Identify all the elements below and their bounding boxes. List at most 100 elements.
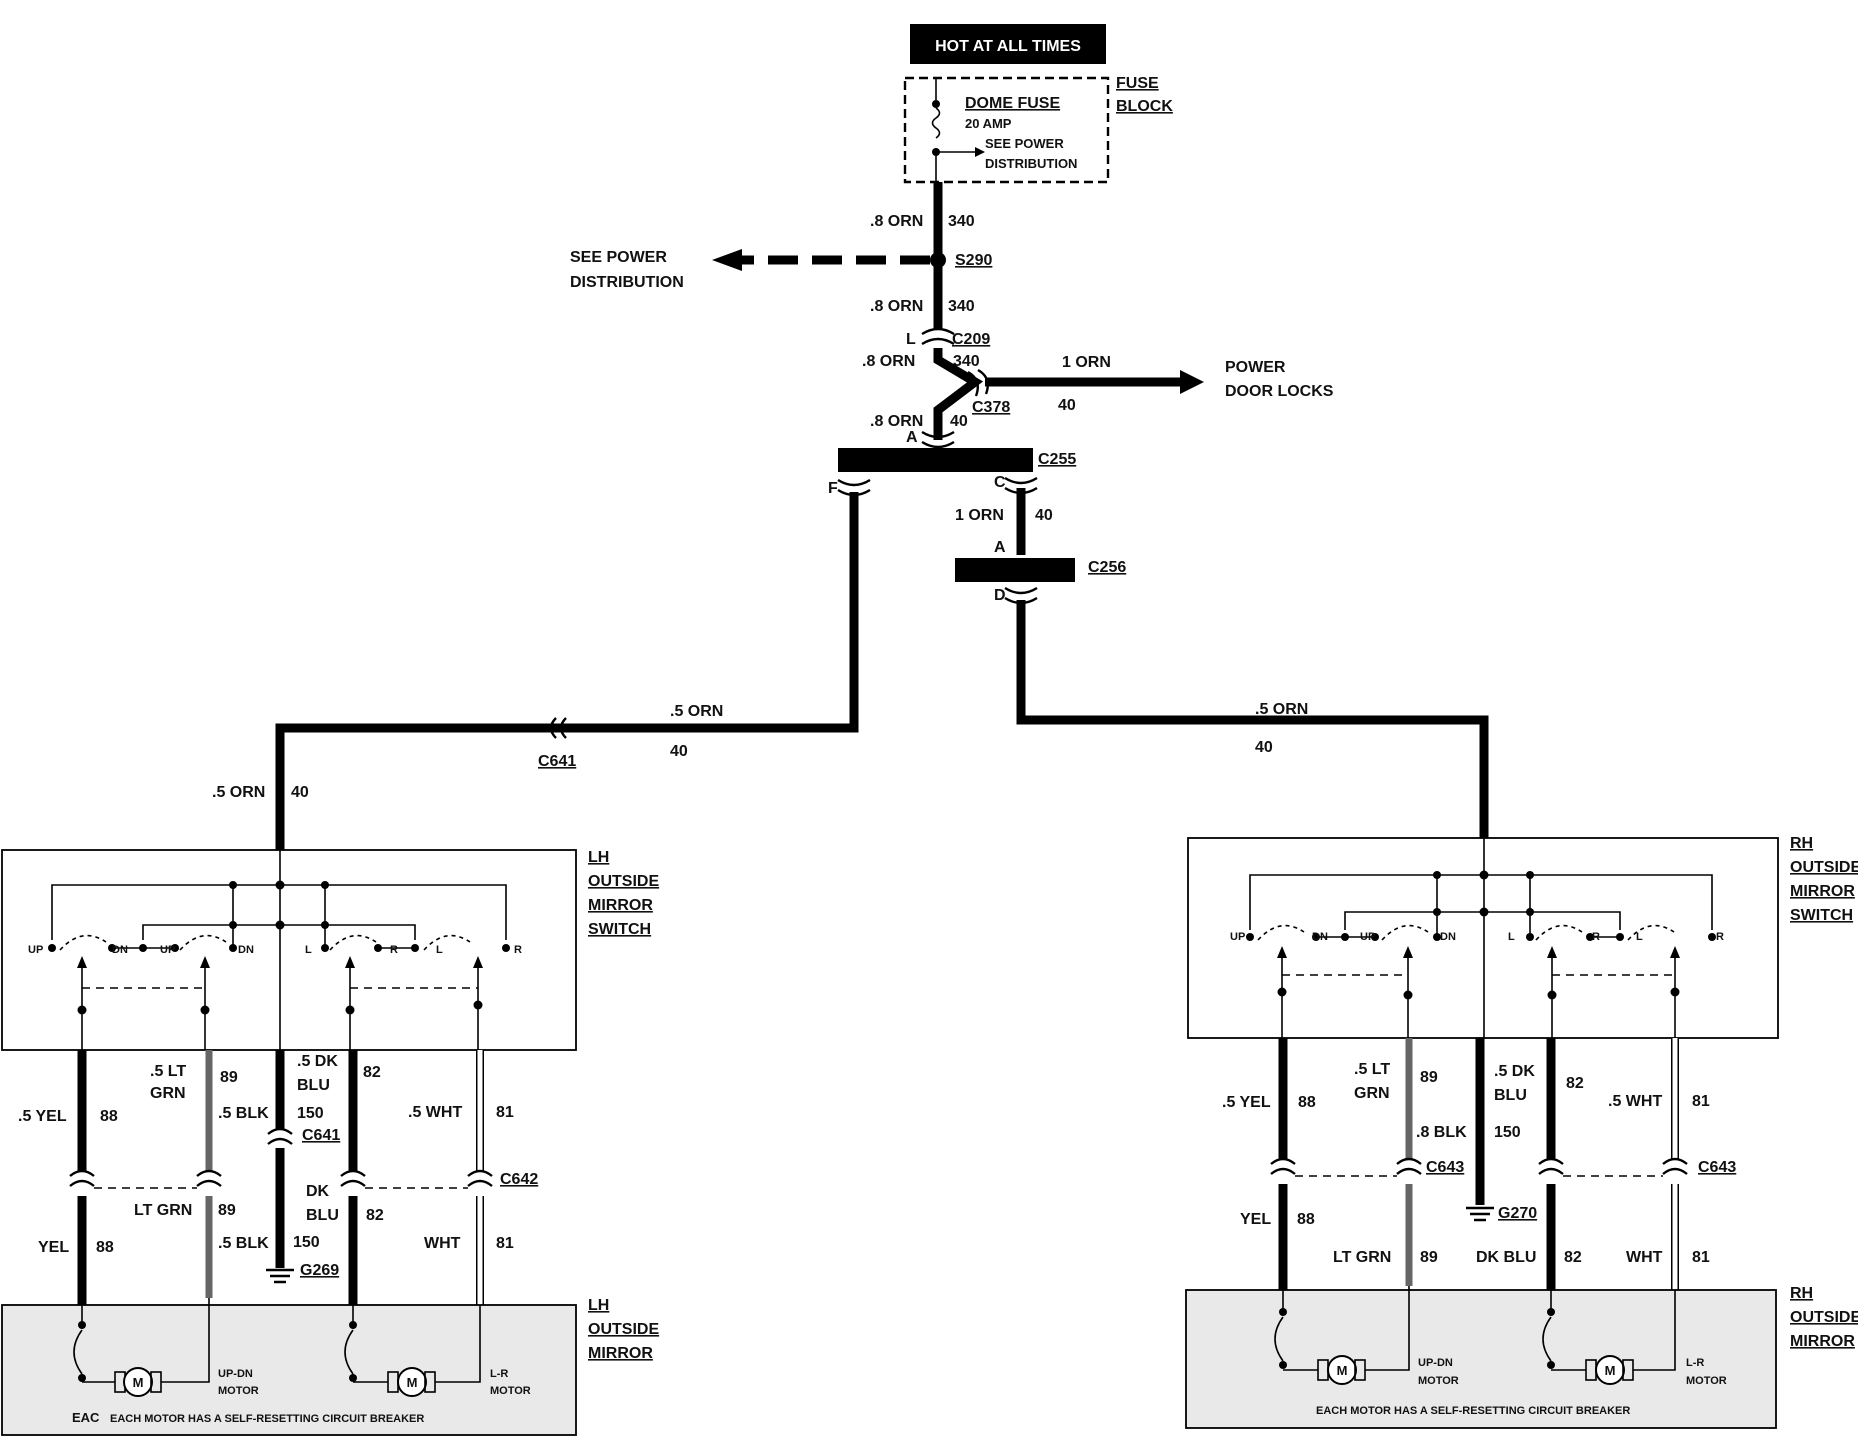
connector-c255: C255 F C — [828, 448, 1076, 497]
svg-text:81: 81 — [1692, 1249, 1710, 1266]
svg-text:MOTOR: MOTOR — [490, 1385, 531, 1397]
svg-text:YEL: YEL — [1240, 1211, 1271, 1228]
fuse-block: DOME FUSE 20 AMP SEE POWER DISTRIBUTION … — [903, 75, 1173, 184]
svg-text:82: 82 — [1564, 1249, 1582, 1266]
motor-icon — [1595, 1355, 1625, 1385]
fuse-icon — [931, 107, 941, 139]
svg-text:OUTSIDE: OUTSIDE — [588, 873, 659, 890]
svg-text:SWITCH: SWITCH — [1790, 907, 1853, 924]
svg-text:MIRROR: MIRROR — [588, 897, 653, 914]
svg-text:40: 40 — [1255, 739, 1273, 756]
svg-text:40: 40 — [1035, 507, 1053, 524]
svg-text:C256: C256 — [1088, 559, 1126, 576]
svg-text:89: 89 — [220, 1069, 238, 1086]
svg-text:LH: LH — [588, 849, 609, 866]
svg-text:.5 WHT: .5 WHT — [408, 1104, 462, 1121]
svg-text:82: 82 — [366, 1207, 384, 1224]
svg-text:DN: DN — [1312, 931, 1328, 943]
svg-text:.5 YEL: .5 YEL — [18, 1108, 67, 1125]
svg-text:G270: G270 — [1498, 1205, 1537, 1222]
ground-icon — [1466, 1206, 1494, 1222]
svg-text:150: 150 — [297, 1105, 324, 1122]
svg-text:1 ORN: 1 ORN — [1062, 354, 1111, 371]
svg-text:A: A — [906, 429, 918, 446]
svg-text:F: F — [828, 480, 838, 497]
motor-icon — [397, 1367, 427, 1397]
svg-text:.5 BLK: .5 BLK — [218, 1105, 269, 1122]
svg-text:.5 LT: .5 LT — [150, 1063, 186, 1080]
svg-text:R: R — [514, 944, 522, 956]
svg-text:MIRROR: MIRROR — [588, 1345, 653, 1362]
svg-text:.5 ORN: .5 ORN — [212, 784, 265, 801]
svg-text:LH: LH — [588, 1297, 609, 1314]
svg-text:40: 40 — [291, 784, 309, 801]
svg-text:UP: UP — [160, 944, 175, 956]
svg-text:BLU: BLU — [1494, 1087, 1527, 1104]
svg-text:88: 88 — [1298, 1094, 1316, 1111]
svg-text:.5 ORN: .5 ORN — [1255, 701, 1308, 718]
lh-harness: .5 YEL 88 .5 LT GRN 89 .5 BLK .5 DK BLU … — [18, 1050, 538, 1305]
svg-text:RH: RH — [1790, 1285, 1813, 1302]
svg-text:L: L — [1508, 931, 1515, 943]
svg-text:.5 DK: .5 DK — [297, 1053, 338, 1070]
motor-icon — [1327, 1355, 1357, 1385]
lh-mirror-switch: LH OUTSIDE MIRROR SWITCH UP DN UP — [1, 849, 659, 1051]
svg-text:L-R: L-R — [490, 1368, 508, 1380]
svg-text:81: 81 — [1692, 1093, 1710, 1110]
svg-text:L: L — [1636, 931, 1643, 943]
fuse-note-2: DISTRIBUTION — [985, 156, 1077, 171]
svg-text:BLU: BLU — [297, 1077, 330, 1094]
svg-text:DK BLU: DK BLU — [1476, 1249, 1536, 1266]
arrow-right-icon — [975, 147, 985, 157]
see-power-label-2: DISTRIBUTION — [570, 274, 684, 291]
svg-text:DK: DK — [306, 1183, 330, 1200]
arrow-right-icon — [1180, 370, 1204, 394]
svg-text:.8 ORN: .8 ORN — [862, 353, 915, 370]
svg-text:UP-DN: UP-DN — [1418, 1357, 1453, 1369]
svg-text:340: 340 — [948, 298, 975, 315]
svg-text:M: M — [1605, 1363, 1616, 1378]
svg-text:M: M — [407, 1375, 418, 1390]
svg-text:UP: UP — [28, 944, 43, 956]
svg-text:WHT: WHT — [1626, 1249, 1663, 1266]
svg-text:R: R — [390, 944, 398, 956]
svg-text:WHT: WHT — [424, 1235, 461, 1252]
rh-mirror: RH OUTSIDE MIRROR M UP-DN MOTOR M L-R MO… — [1185, 1285, 1858, 1429]
svg-text:C378: C378 — [972, 399, 1010, 416]
svg-text:MOTOR: MOTOR — [1418, 1375, 1459, 1387]
rh-harness: .5 YEL 88 .5 LT GRN 89 .8 BLK 150 .5 DK … — [1222, 1038, 1736, 1290]
feed-wire-340: .8 ORN 340 S290 SEE POWER DISTRIBUTION .… — [570, 182, 1334, 449]
svg-text:LT GRN: LT GRN — [1333, 1249, 1391, 1266]
svg-text:L-R: L-R — [1686, 1357, 1704, 1369]
svg-text:D: D — [994, 587, 1006, 604]
svg-text:82: 82 — [363, 1064, 381, 1081]
hot-label: HOT AT ALL TIMES — [935, 38, 1081, 55]
fuse-rating: 20 AMP — [965, 116, 1012, 131]
svg-text:L: L — [305, 944, 312, 956]
svg-text:L: L — [906, 331, 916, 348]
svg-text:89: 89 — [218, 1202, 236, 1219]
svg-text:A: A — [994, 539, 1006, 556]
arrow-left-icon — [712, 249, 742, 271]
svg-text:.5 LT: .5 LT — [1354, 1061, 1390, 1078]
svg-text:.5 ORN: .5 ORN — [670, 703, 723, 720]
svg-text:GRN: GRN — [1354, 1085, 1390, 1102]
svg-text:GRN: GRN — [150, 1085, 186, 1102]
svg-text:EAC: EAC — [72, 1410, 100, 1425]
svg-text:89: 89 — [1420, 1249, 1438, 1266]
fuse-block-label-2: BLOCK — [1116, 98, 1173, 115]
svg-text:YEL: YEL — [38, 1239, 69, 1256]
svg-text:40: 40 — [1058, 397, 1076, 414]
svg-text:S290: S290 — [955, 252, 992, 269]
svg-text:DN: DN — [1440, 931, 1456, 943]
svg-text:340: 340 — [948, 213, 975, 230]
see-power-label-1: SEE POWER — [570, 249, 667, 266]
svg-text:.8 ORN: .8 ORN — [870, 413, 923, 430]
svg-text:88: 88 — [1297, 1211, 1315, 1228]
motor-icon — [123, 1367, 153, 1397]
svg-text:.5 DK: .5 DK — [1494, 1063, 1535, 1080]
svg-text:C642: C642 — [500, 1171, 538, 1188]
connector-c256: C256 D — [955, 558, 1126, 605]
svg-text:89: 89 — [1420, 1069, 1438, 1086]
svg-text:DN: DN — [112, 944, 128, 956]
